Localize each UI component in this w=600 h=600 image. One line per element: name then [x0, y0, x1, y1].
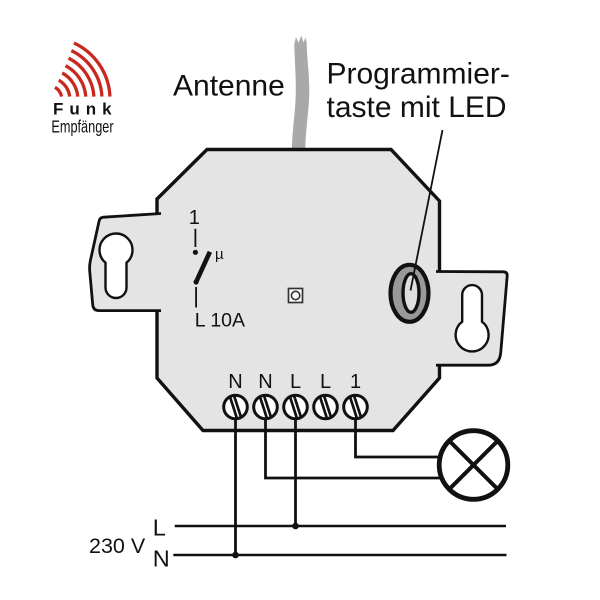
- svg-text:Funk: Funk: [53, 100, 118, 119]
- svg-text:N: N: [228, 371, 242, 393]
- svg-text:µ: µ: [215, 246, 224, 263]
- svg-text:Antenne: Antenne: [173, 70, 285, 103]
- svg-text:Empfänger: Empfänger: [51, 117, 113, 136]
- svg-text:L: L: [320, 371, 331, 393]
- svg-text:1: 1: [189, 207, 200, 229]
- svg-text:taste mit LED: taste mit LED: [327, 91, 507, 124]
- svg-text:1: 1: [350, 371, 361, 393]
- svg-text:Programmier-: Programmier-: [327, 58, 510, 91]
- svg-text:N: N: [258, 371, 272, 393]
- svg-text:N: N: [153, 546, 170, 572]
- svg-text:L 10A: L 10A: [195, 309, 245, 331]
- svg-text:230 V: 230 V: [89, 534, 146, 558]
- svg-text:L: L: [153, 515, 166, 541]
- svg-text:L: L: [290, 371, 301, 393]
